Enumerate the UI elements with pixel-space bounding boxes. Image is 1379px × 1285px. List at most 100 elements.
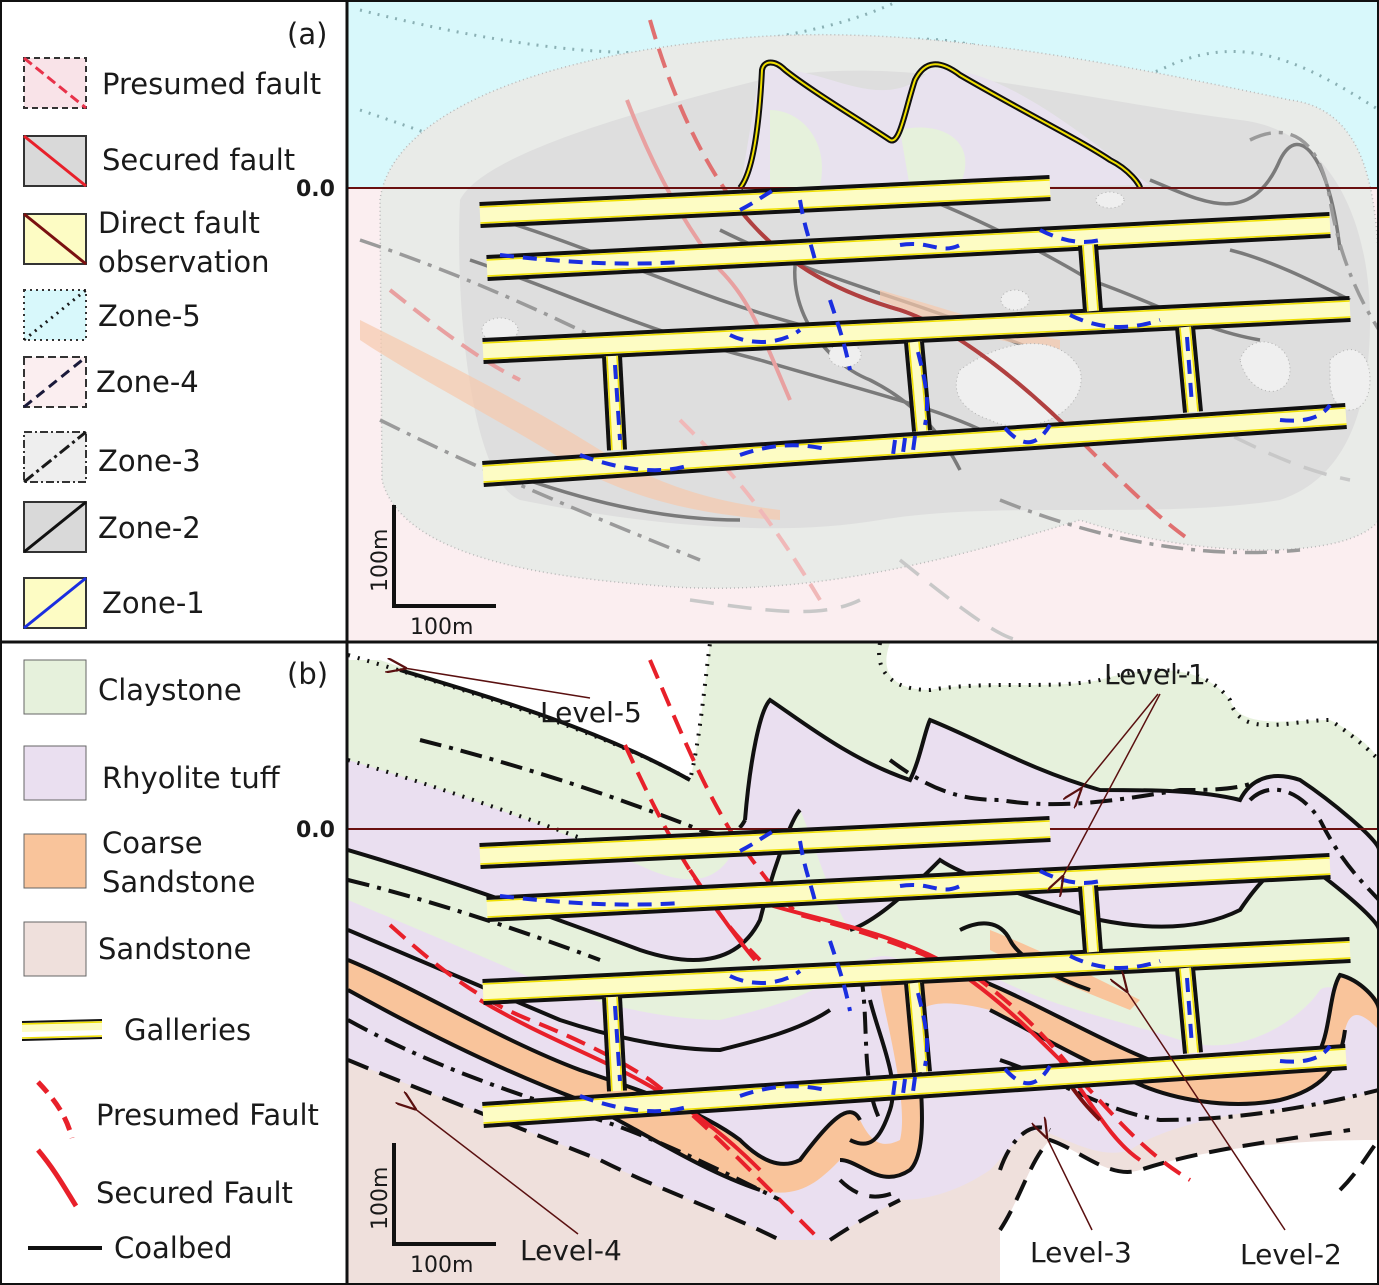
- label-level-4: Level-4: [520, 1234, 622, 1267]
- zero-label-b: 0.0: [296, 818, 335, 843]
- gallery-drift-2-edge: [487, 233, 1331, 281]
- gallery-drift-3-edge: [482, 937, 1350, 984]
- gallery-raise-1-edge: [1093, 244, 1103, 311]
- legend-label-coarse-2: Sandstone: [102, 865, 255, 899]
- coal-dash-11: [891, 1076, 917, 1097]
- legend-item-zone-1: Zone-1: [23, 576, 205, 630]
- panel-b-tag: (b): [287, 657, 328, 691]
- scale-b-horizontal: 100m: [410, 1253, 473, 1278]
- coal-dash-10: [1279, 403, 1332, 423]
- gallery-drift-2-edge-highlight: [486, 857, 1330, 902]
- gallery-drift-4-edge-highlight: [483, 1064, 1347, 1124]
- legend-item-presumed-fault: Presumed fault: [23, 56, 321, 110]
- legend-label-coalbed: Coalbed: [114, 1231, 232, 1265]
- legend-label-secured-fault: Secured fault: [102, 143, 295, 177]
- legend-label-claystone: Claystone: [98, 673, 242, 707]
- coal-dash-4: [1039, 869, 1101, 885]
- scale-a-vertical: 100m: [368, 529, 393, 592]
- gallery-drift-4-edge: [482, 403, 1346, 466]
- gallery-raise-2-edge: [602, 997, 612, 1092]
- legend-item-direct-fault: Direct fault observation: [23, 206, 270, 279]
- legend-label-secured-fault-b: Secured Fault: [96, 1176, 293, 1210]
- coal-dash-13: [916, 351, 929, 426]
- gallery-drift-1: [479, 177, 1051, 226]
- gallery-raise-1-edge-highlight: [1092, 885, 1099, 952]
- gallery-drift-4-edge: [483, 1065, 1347, 1128]
- coal-dash-14: [1185, 977, 1194, 1047]
- gallery-raise-3-edge-highlight: [908, 983, 918, 1073]
- gallery-drift-2: [486, 855, 1331, 920]
- legend-label-zone-3: Zone-3: [98, 444, 201, 478]
- gallery-raise-4-edge-highlight: [1179, 327, 1189, 413]
- gallery-drift-4-edge: [482, 1044, 1346, 1107]
- gallery-drift-1-edge: [480, 837, 1051, 869]
- legend-item-zone-3: Zone-3: [23, 430, 201, 484]
- legend-item-coarse-sandstone: Coarse Sandstone: [23, 826, 255, 899]
- gallery-raise-2-edge-highlight: [606, 997, 613, 1092]
- legend-item-galleries: Galleries: [21, 1013, 251, 1047]
- gallery-drift-2: [486, 214, 1331, 279]
- coal-dash-7: [579, 453, 691, 473]
- scale-bar-b: 100m 100m: [368, 1143, 496, 1278]
- legend-item-zone-4: Zone-4: [23, 355, 199, 409]
- coal-dash-8: [739, 443, 831, 457]
- gallery-drift-3-edge-highlight: [483, 957, 1351, 1001]
- gallery-drift-3: [482, 939, 1351, 1003]
- gallery-drift-2-edge-highlight: [486, 216, 1330, 261]
- coal-dash-10: [1279, 1044, 1332, 1064]
- gallery-raise-2-edge: [617, 996, 627, 1091]
- gallery-raise-2-edge-highlight: [606, 356, 613, 451]
- annotations-panel-b: Level-5 Level-1 Level-2 Level-3 Level-4: [404, 658, 1342, 1271]
- gallery-raise-1-edge: [1093, 885, 1103, 952]
- legend-label-galleries: Galleries: [124, 1013, 251, 1047]
- gallery-raise-1-edge-highlight: [1092, 244, 1099, 311]
- legend-label-sandstone: Sandstone: [98, 932, 251, 966]
- legend-label-presumed-fault-b: Presumed Fault: [96, 1098, 319, 1132]
- gallery-raise-4-edge: [1175, 968, 1188, 1054]
- gallery-raise-4-edge: [1175, 327, 1188, 413]
- gallery-raise-4-edge: [1190, 967, 1203, 1053]
- coal-dash-11: [891, 435, 917, 456]
- gallery-drift-2-edge-highlight: [487, 873, 1331, 918]
- zero-label-a: 0.0: [296, 177, 335, 202]
- coal-dash-8: [739, 1084, 831, 1098]
- gallery-drift-3-edge: [482, 296, 1350, 343]
- gallery-drift-3: [482, 298, 1351, 362]
- coal-dash-4: [1039, 228, 1101, 244]
- gallery-drift-3-edge: [483, 317, 1351, 364]
- legend-item-zone-2: Zone-2: [23, 500, 201, 554]
- gallery-drift-3-edge-highlight: [482, 300, 1350, 344]
- gallery-drift-1: [479, 818, 1051, 867]
- coal-dash-16: [828, 299, 852, 371]
- gallery-drift-3-edge: [483, 958, 1351, 1005]
- legend-label-zone-4: Zone-4: [96, 365, 199, 399]
- gallery-raise-4-edge-highlight: [1179, 968, 1189, 1054]
- gallery-raise-4-edge-highlight: [1189, 326, 1199, 412]
- legend-label-presumed-fault: Presumed fault: [102, 67, 321, 101]
- coal-dash-13: [916, 992, 929, 1067]
- arrow-level-1b: [1062, 693, 1161, 878]
- coal-dash-1: [739, 186, 781, 212]
- coal-dash-1: [739, 827, 781, 853]
- coal-dash-7: [579, 1094, 691, 1114]
- coal-dash-3: [899, 883, 961, 892]
- gallery-raise-3-edge-highlight: [908, 342, 918, 432]
- gallery-raise-1-edge-highlight: [1082, 245, 1089, 312]
- coal-dash-5: [729, 328, 802, 344]
- coal-dash-5: [729, 969, 802, 985]
- coal-dash-12: [613, 364, 622, 441]
- galleries-panel-b: [479, 816, 1351, 1128]
- gallery-drift-1-edge: [479, 816, 1050, 848]
- panel-a-tag: (a): [287, 17, 327, 51]
- legend-label-rhyolite-tuff: Rhyolite tuff: [102, 761, 281, 795]
- legend-label-coarse-1: Coarse: [102, 826, 203, 860]
- gallery-drift-2-edge-highlight: [487, 232, 1331, 277]
- legend-label-zone-1: Zone-1: [102, 586, 205, 620]
- galleries-panel-a: [479, 175, 1351, 487]
- coal-dash-12: [613, 1005, 622, 1082]
- coal-dash-9: [1003, 1064, 1052, 1086]
- legend-label-zone-2: Zone-2: [98, 511, 201, 545]
- gallery-drift-3-edge-highlight: [483, 316, 1351, 360]
- label-level-5: Level-5: [540, 696, 642, 729]
